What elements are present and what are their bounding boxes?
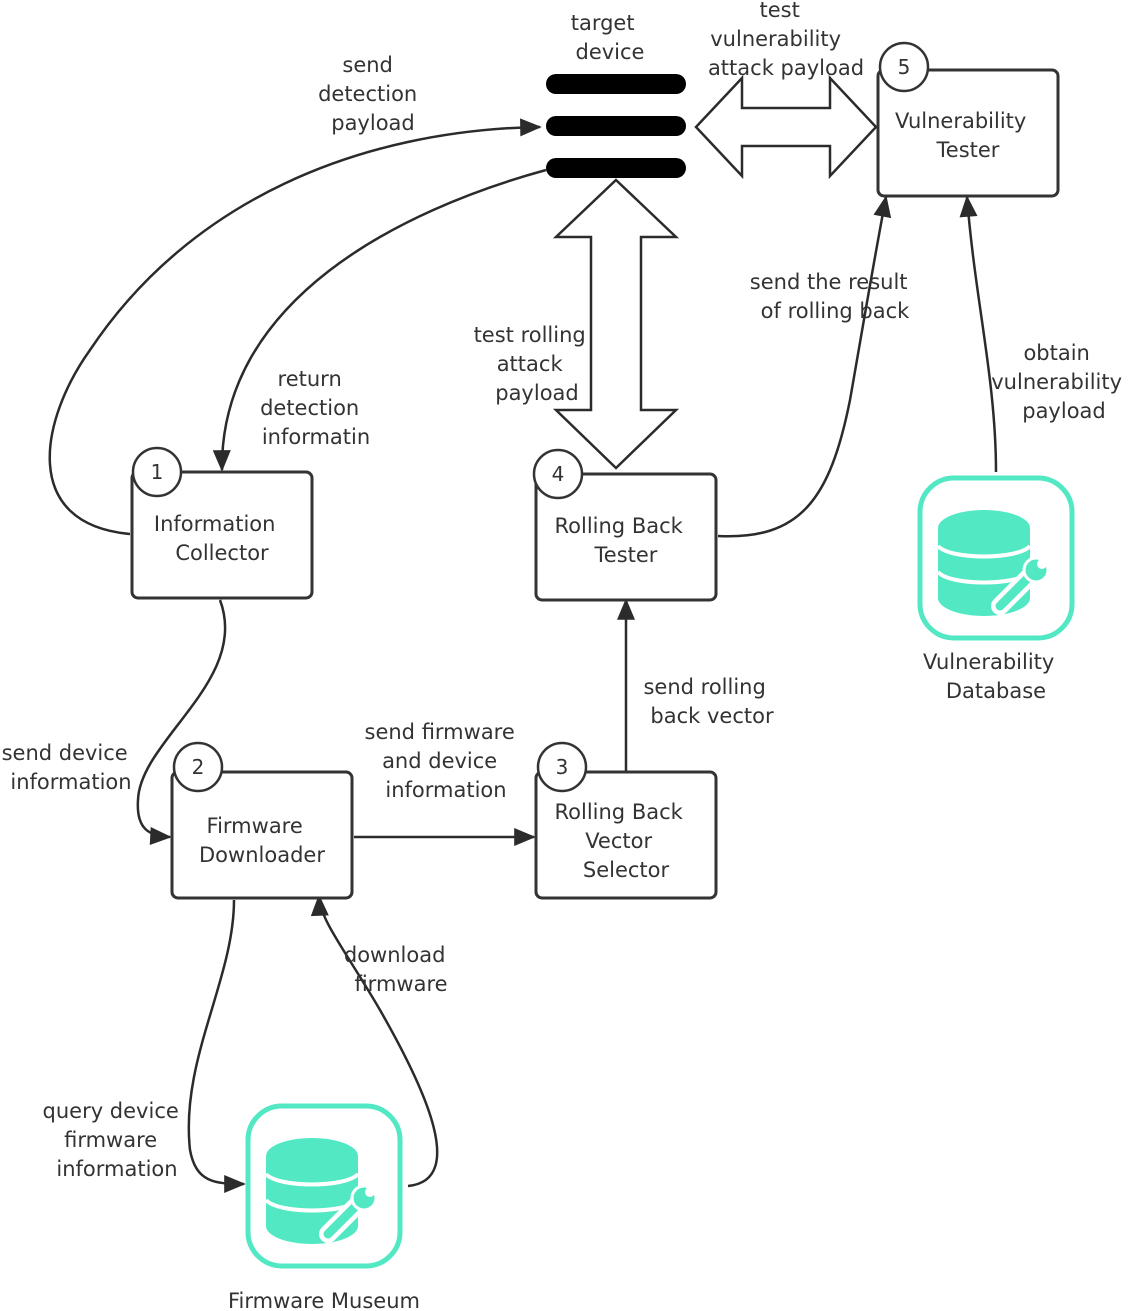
arrow-send-device-info bbox=[136, 599, 227, 845]
firmware-museum-database: Firmware Museum bbox=[228, 1103, 420, 1311]
information-collector-label: Information Collector bbox=[154, 512, 282, 565]
edge-label-send-rb-vector: send rolling back vector bbox=[643, 675, 773, 728]
step-number: 2 bbox=[192, 755, 205, 779]
step-badge bbox=[536, 741, 588, 793]
vulnerability-test-double-arrow bbox=[694, 74, 878, 180]
wrench-icon bbox=[991, 556, 1050, 615]
information-collector-rect bbox=[130, 470, 314, 600]
vulnerability-database: Vulnerability Database bbox=[917, 475, 1075, 703]
vulnerability-tester-label: Vulnerability Tester bbox=[895, 109, 1033, 162]
firmware-downloader-rect bbox=[170, 770, 354, 900]
arrow-send-detection bbox=[48, 118, 542, 536]
edge-label-send-device-info: send device information bbox=[2, 741, 135, 794]
step-number: 4 bbox=[552, 462, 565, 486]
target-device-bar bbox=[546, 116, 686, 136]
edge-label-test-rolling: test rolling attack payload bbox=[474, 323, 593, 405]
information-collector-box: 1 Information Collector bbox=[130, 446, 314, 600]
rolling-back-vector-selector-box: 3 Rolling Back Vector Selector bbox=[534, 741, 718, 900]
vulnerability-tester-rect bbox=[876, 68, 1060, 198]
wrench-icon bbox=[319, 1184, 378, 1243]
arrow-send-result bbox=[717, 195, 892, 538]
edge-label-send-firmware: send firmware and device information bbox=[365, 720, 522, 802]
firmware-downloader-label: Firmware Downloader bbox=[199, 814, 325, 867]
rolling-test-double-arrow bbox=[552, 178, 680, 470]
arrow-query-firmware bbox=[187, 899, 246, 1193]
edge-label-send-detection: send detection payload bbox=[318, 53, 424, 135]
step-badge bbox=[172, 741, 224, 793]
arrow-obtain-vuln bbox=[959, 195, 998, 473]
edge-label-send-result: send the result of rolling back bbox=[750, 270, 914, 323]
target-device-label: target device bbox=[571, 11, 645, 64]
rolling-back-tester-box: 4 Rolling Back Tester bbox=[532, 448, 718, 602]
target-device-bar bbox=[546, 74, 686, 94]
vulnerability-tester-box: 5 Vulnerability Tester bbox=[876, 41, 1060, 198]
edge-label-query-firmware: query device firmware information bbox=[43, 1099, 186, 1181]
edge-label-return-detection: return detection informatin bbox=[260, 367, 370, 449]
step-number: 3 bbox=[556, 755, 569, 779]
rolling-back-vector-selector-rect bbox=[534, 770, 718, 900]
rolling-back-tester-rect bbox=[534, 472, 718, 602]
firmware-museum-label: Firmware Museum bbox=[228, 1289, 420, 1311]
step-badge bbox=[878, 41, 930, 93]
edge-label-download-firmware: download firmware bbox=[344, 943, 452, 996]
arrow-download-firmware bbox=[310, 894, 439, 1188]
target-device: target device bbox=[546, 11, 686, 178]
vulnerability-database-label: Vulnerability Database bbox=[923, 650, 1061, 703]
arrow-return-detection bbox=[212, 168, 547, 472]
target-device-bar bbox=[546, 158, 686, 178]
step-number: 1 bbox=[151, 460, 164, 484]
step-number: 5 bbox=[898, 55, 911, 79]
step-badge bbox=[131, 446, 183, 498]
edge-label-obtain-vuln: obtain vulnerability payload bbox=[991, 341, 1129, 423]
step-badge bbox=[532, 448, 584, 500]
edge-label-test-vuln: test vulnerability attack payload bbox=[708, 0, 864, 80]
firmware-downloader-box: 2 Firmware Downloader bbox=[170, 741, 354, 900]
rolling-back-vector-selector-label: Rolling Back Vector Selector bbox=[555, 800, 690, 882]
rolling-back-tester-label: Rolling Back Tester bbox=[555, 514, 690, 567]
